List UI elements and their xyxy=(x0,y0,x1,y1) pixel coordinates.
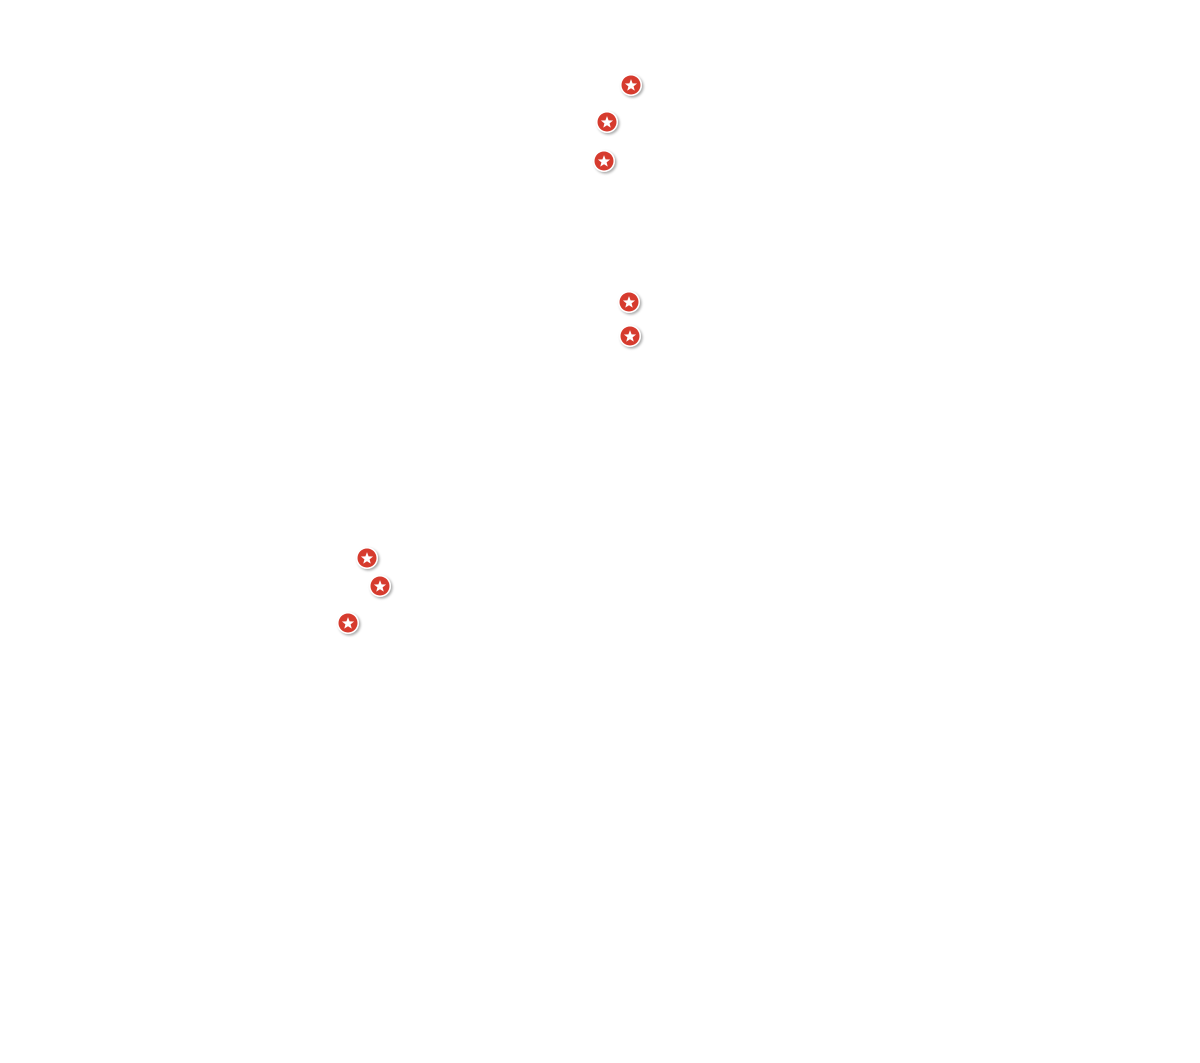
star-icon xyxy=(373,580,387,592)
map-marker-2[interactable] xyxy=(596,111,618,133)
map-marker-3[interactable] xyxy=(593,150,615,172)
map-marker-8[interactable] xyxy=(337,612,359,634)
star-icon xyxy=(624,79,638,91)
map-marker-4[interactable] xyxy=(618,291,640,313)
star-icon xyxy=(622,296,636,308)
star-icon xyxy=(597,155,611,167)
map-marker-7[interactable] xyxy=(369,575,391,597)
star-icon xyxy=(341,617,355,629)
map-marker-6[interactable] xyxy=(356,547,378,569)
star-icon xyxy=(600,116,614,128)
star-icon xyxy=(623,330,637,342)
map-marker-1[interactable] xyxy=(620,74,642,96)
star-icon xyxy=(360,552,374,564)
map-marker-5[interactable] xyxy=(619,325,641,347)
